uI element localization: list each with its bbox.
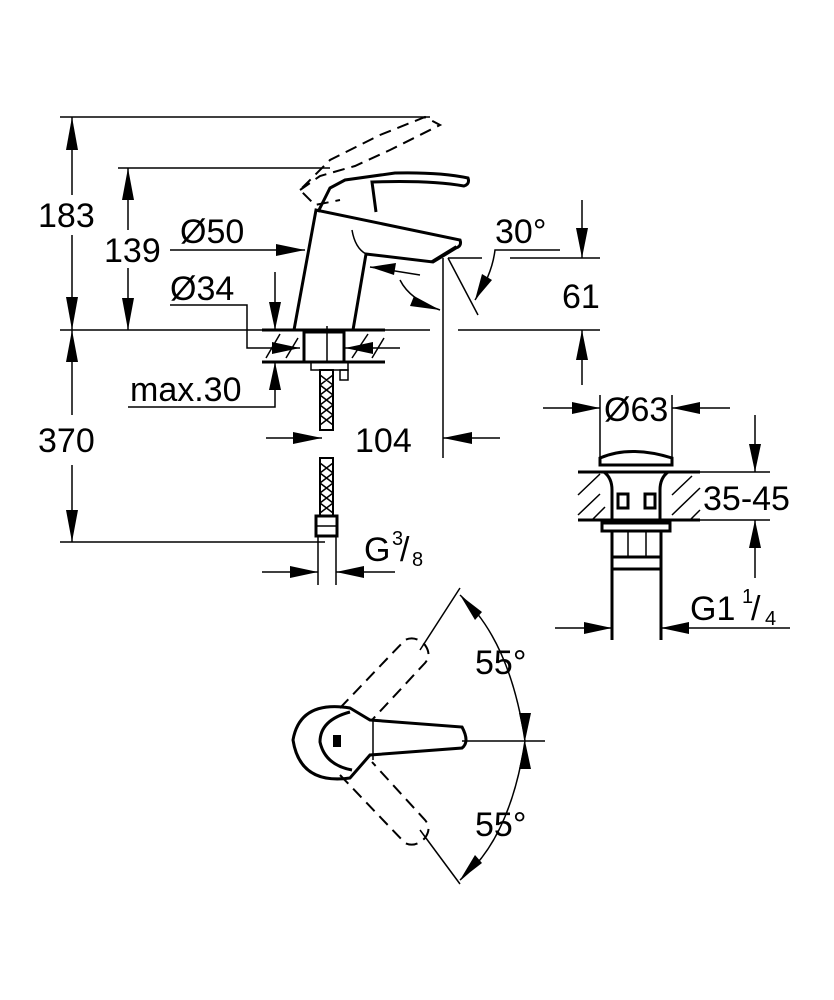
label-diameter-63: Ø63 <box>604 391 668 429</box>
label-30-degrees: 30° <box>495 213 546 251</box>
dimension-max-30: max.30 <box>128 272 281 409</box>
dimension-139: 139 <box>104 167 330 330</box>
dimension-61: 61 <box>562 200 600 385</box>
label-35-45: 35-45 <box>703 480 790 518</box>
waste-valve <box>577 450 701 640</box>
label-g: G <box>364 531 390 569</box>
dimension-g-1-1-4: G1 1 / 4 <box>555 586 790 634</box>
label-370: 370 <box>38 422 95 460</box>
dimension-370: 370 <box>38 330 325 543</box>
label-diameter-34: Ø34 <box>170 270 234 308</box>
label-g1: G1 <box>690 590 735 628</box>
label-g-denominator: 8 <box>412 549 423 571</box>
label-55-degrees-bottom: 55° <box>475 806 526 844</box>
fraction-slash: / <box>751 590 761 628</box>
dimension-diameter-63: Ø63 <box>543 391 730 458</box>
label-139: 139 <box>104 232 161 270</box>
faucet-side-view <box>292 115 470 331</box>
dimension-diameter-50: Ø50 <box>170 213 305 256</box>
label-55-degrees-top: 55° <box>475 644 526 682</box>
label-max-30: max.30 <box>130 371 242 409</box>
dimension-30-degrees: 30° <box>369 213 600 316</box>
label-g1-numerator: 1 <box>742 586 753 608</box>
dimension-104: 104 <box>266 258 500 460</box>
deck-section <box>262 326 385 585</box>
label-g1-denominator: 4 <box>765 608 776 630</box>
dimension-g-3-8: G 3 / 8 <box>262 528 423 578</box>
label-diameter-50: Ø50 <box>180 213 244 251</box>
faucet-top-view: 55° 55° <box>291 587 545 885</box>
label-g-numerator: 3 <box>392 528 403 550</box>
dimension-diameter-34: Ø34 <box>170 270 400 354</box>
label-61: 61 <box>562 278 600 316</box>
fraction-slash: / <box>400 531 410 569</box>
dimension-183: 183 <box>38 116 430 330</box>
label-104: 104 <box>355 422 412 460</box>
dimension-35-45: 35-45 <box>700 415 790 578</box>
label-183: 183 <box>38 197 95 235</box>
